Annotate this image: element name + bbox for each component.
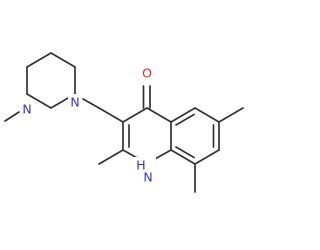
piperazine-n4-label: N: [22, 102, 31, 117]
bond-c4a-c5-inner: [175, 113, 195, 126]
ring-nitrogen-label: N: [143, 170, 152, 185]
bond-ch2-n: [82, 98, 100, 109]
atom-labels: O N N H N: [20, 64, 156, 185]
bond-c2-methyl: [98, 149, 124, 165]
bond-c8-c8a: [170, 149, 196, 165]
bond-c4-c4a: [146, 107, 172, 123]
oxygen-label: O: [142, 66, 152, 81]
bond-c7-c8: [194, 149, 220, 165]
bond-c4-c3: [122, 107, 148, 123]
bonds: [4, 52, 244, 193]
bond-c8-c8a-inner: [175, 146, 195, 159]
bond-pip-ca-cb: [50, 52, 76, 68]
bond-c4a-c5: [170, 107, 196, 123]
ring-nh-hydrogen-label: H: [136, 158, 145, 173]
chemical-structure: O N N H N: [4, 52, 244, 193]
bond-pip-cb-n4: [26, 52, 52, 68]
bond-n1-c8a: [154, 149, 172, 160]
bond-c5-c6: [194, 107, 220, 123]
bond-n4-methyl: [4, 111, 20, 122]
bond-pip-cd-cc: [26, 93, 52, 109]
bond-c3-ch2: [98, 107, 124, 123]
bond-c6-methyl: [218, 107, 244, 123]
piperazine-n1-label: N: [70, 95, 79, 110]
